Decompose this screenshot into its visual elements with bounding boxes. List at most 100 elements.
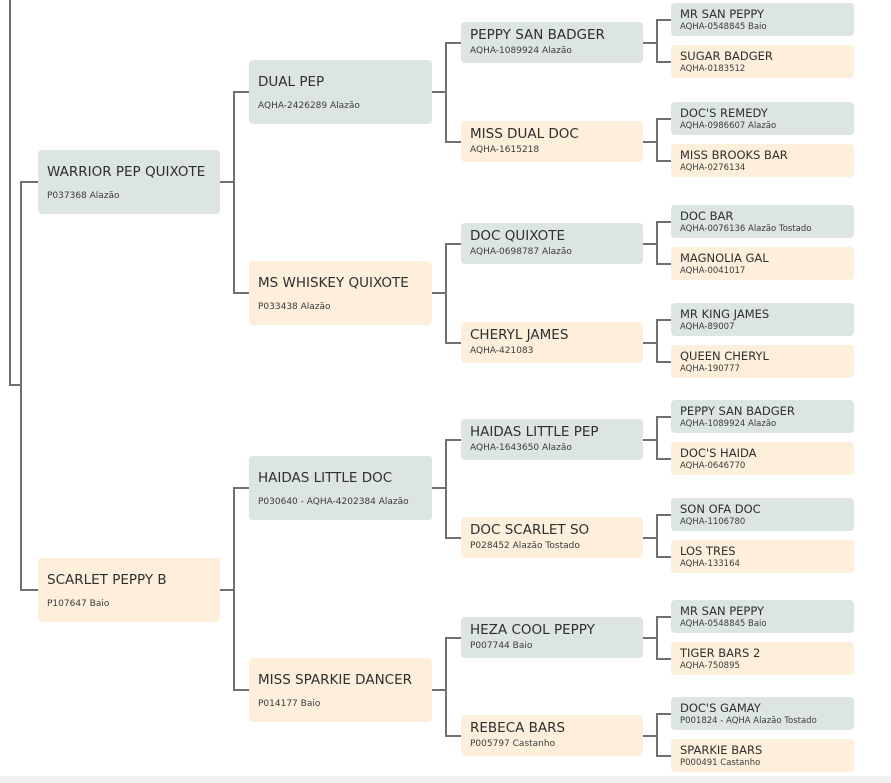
horse-registration: P000491 Castanho — [680, 758, 761, 768]
connector-line — [656, 513, 671, 516]
connector-line — [656, 19, 658, 62]
horse-name: SCARLET PEPPY B — [47, 572, 167, 588]
connector-line — [643, 438, 657, 441]
horse-name: HAIDAS LITTLE DOC — [258, 470, 393, 486]
connector-line — [445, 636, 461, 639]
horse-registration: AQHA-1643650 Alazão — [470, 443, 572, 453]
connector-line — [445, 439, 447, 538]
horse-registration: AQHA-0076136 Alazão Tostado — [680, 224, 812, 234]
horse-name: HAIDAS LITTLE PEP — [470, 424, 599, 440]
horse-registration: P001824 - AQHA Alazão Tostado — [680, 716, 817, 726]
horse-registration: P033438 Alazão — [258, 302, 331, 312]
connector-line — [656, 416, 658, 459]
horse-card-haidas-little-doc[interactable]: HAIDAS LITTLE DOC P030640 - AQHA-4202384 … — [249, 456, 432, 520]
connector-line — [643, 242, 657, 245]
horse-name: SON OFA DOC — [680, 502, 761, 516]
connector-line — [445, 243, 447, 343]
horse-registration: AQHA-1089924 Alazão — [680, 419, 777, 429]
horse-card-ms-whiskey-quixote[interactable]: MS WHISKEY QUIXOTE P033438 Alazão — [249, 261, 432, 325]
connector-line — [445, 140, 461, 143]
connector-line — [643, 536, 657, 539]
horse-name: DOC'S GAMAY — [680, 701, 761, 715]
horse-name: TIGER BARS 2 — [680, 646, 761, 660]
horse-registration: P005797 Castanho — [470, 739, 556, 749]
horse-registration: AQHA-190777 — [680, 364, 740, 374]
connector-line — [656, 754, 671, 757]
horse-registration: AQHA-1615218 — [470, 145, 540, 155]
horse-name: REBECA BARS — [470, 720, 566, 736]
horse-name: QUEEN CHERYL — [680, 349, 769, 363]
horse-registration: AQHA-0183512 — [680, 64, 746, 74]
connector-line — [656, 60, 671, 63]
horse-name: MR SAN PEPPY — [680, 604, 765, 618]
horse-card-rebeca-bars[interactable]: REBECA BARS P005797 Castanho — [461, 715, 643, 756]
connector-line — [20, 182, 22, 590]
connector-line — [445, 41, 461, 44]
connector-line — [432, 689, 446, 691]
horse-name: MR KING JAMES — [680, 307, 770, 321]
connector-line — [233, 487, 249, 489]
connector-line — [20, 181, 38, 183]
connector-line — [643, 140, 657, 143]
connector-line — [656, 360, 671, 363]
connector-line — [656, 118, 658, 161]
connector-line — [445, 42, 447, 142]
horse-registration: P037368 Alazão — [47, 191, 120, 201]
horse-registration: P030640 - AQHA-4202384 Alazão — [258, 497, 409, 507]
horse-registration: AQHA-421083 — [470, 346, 534, 356]
horse-name: MS WHISKEY QUIXOTE — [258, 275, 409, 291]
horse-card-warrior-pep-quixote[interactable]: WARRIOR PEP QUIXOTE P037368 Alazão — [38, 150, 220, 214]
connector-line — [656, 555, 671, 558]
connector-line — [445, 341, 461, 344]
horse-card-haidas-little-pep[interactable]: HAIDAS LITTLE PEP AQHA-1643650 Alazão — [461, 419, 643, 460]
connector-line — [656, 615, 671, 618]
horse-name: WARRIOR PEP QUIXOTE — [47, 164, 206, 180]
connector-line — [445, 734, 461, 737]
horse-registration: AQHA-0698787 Alazão — [470, 247, 572, 257]
bottom-scroll-area — [0, 776, 891, 783]
connector-line — [656, 18, 671, 21]
connector-line — [233, 689, 249, 691]
connector-line — [9, 384, 21, 386]
horse-name: SUGAR BADGER — [680, 49, 773, 63]
horse-name: MISS DUAL DOC — [470, 126, 579, 142]
horse-name: DOC'S HAIDA — [680, 446, 757, 460]
connector-line — [656, 319, 658, 362]
connector-line — [656, 457, 671, 460]
horse-registration: AQHA-0646770 — [680, 461, 746, 471]
horse-registration: AQHA-750895 — [680, 661, 740, 671]
connector-line — [220, 181, 234, 183]
horse-registration: AQHA-89007 — [680, 322, 735, 332]
connector-line — [20, 589, 38, 591]
connector-line — [643, 734, 657, 737]
connector-line — [220, 589, 234, 591]
connector-line — [432, 292, 446, 294]
horse-card-miss-dual-doc[interactable]: MISS DUAL DOC AQHA-1615218 — [461, 121, 643, 162]
connector-line — [656, 117, 671, 120]
connector-line — [643, 341, 657, 344]
